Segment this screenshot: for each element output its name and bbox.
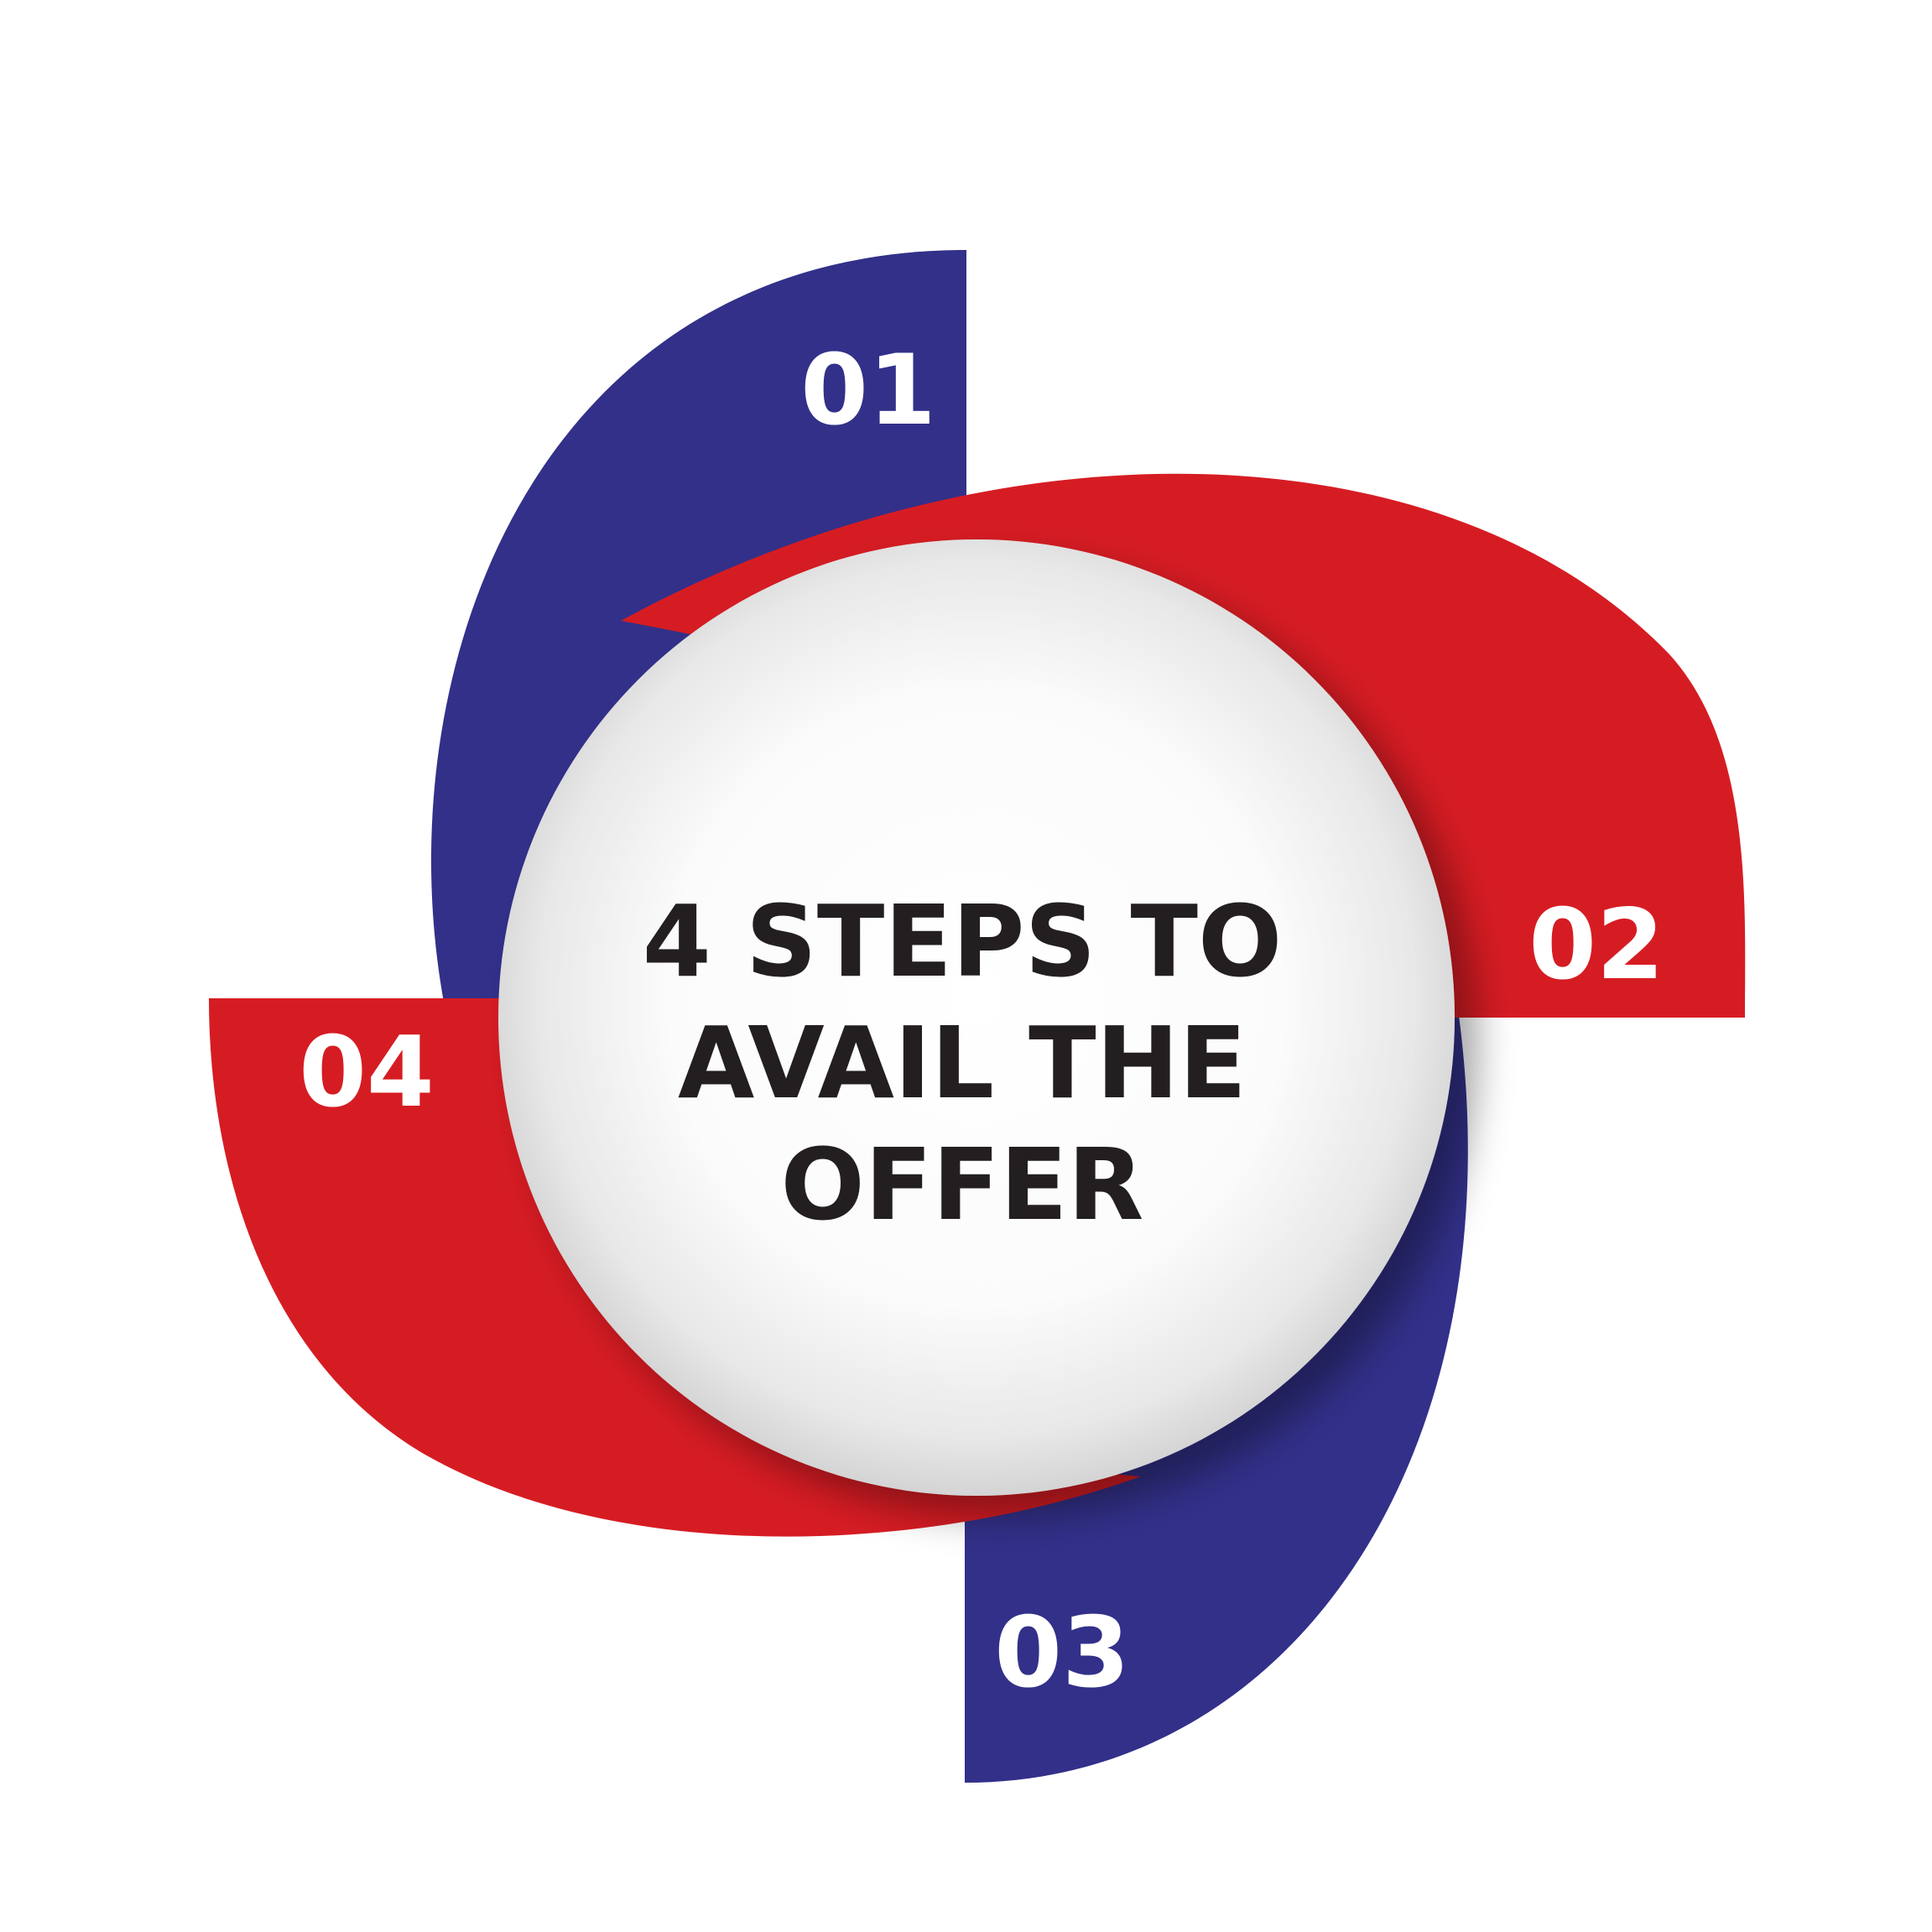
title-line-3: OFFER [781,1127,1144,1242]
title-line-1: 4 STEPS TO [643,883,1283,999]
step-number-02: 02 [1528,888,1664,1002]
center-circle [498,539,1455,1496]
step-number-04: 04 [299,1016,434,1129]
title-line-2: AVAIL THE [678,1005,1247,1121]
step-number-03: 03 [994,1596,1129,1710]
step-number-01: 01 [800,334,935,447]
